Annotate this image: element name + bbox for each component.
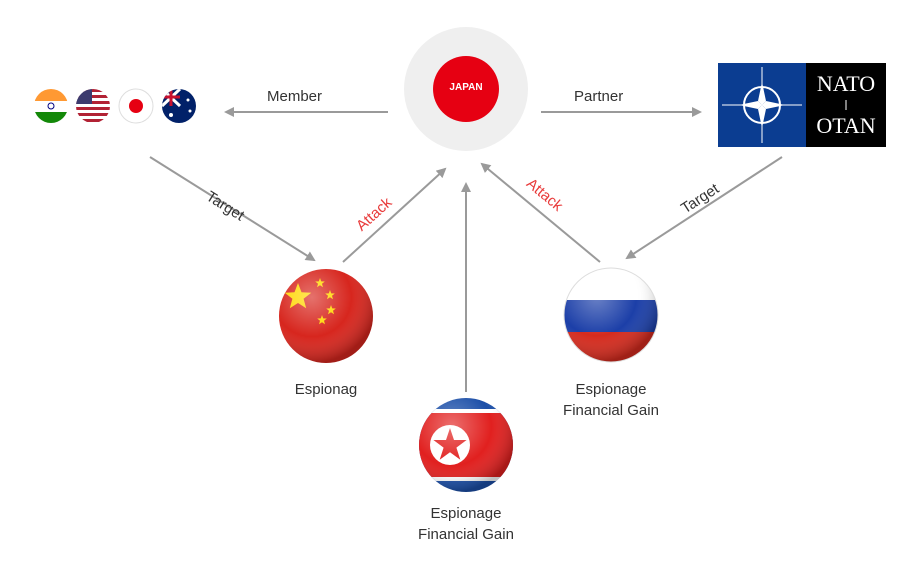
partner-label: Partner — [574, 88, 624, 105]
russia-motive-line1: Espionage — [575, 381, 647, 398]
usa-flag — [76, 89, 110, 123]
target-right-arrow — [625, 156, 783, 260]
japan-flag — [118, 88, 154, 124]
north-korea-flag — [419, 398, 513, 492]
otan-text: OTAN — [816, 113, 876, 138]
australia-flag — [162, 89, 196, 123]
north-korea-motive-line2: Financial Gain — [418, 526, 514, 543]
nato-text: NATO — [816, 71, 876, 96]
japan-node — [404, 27, 528, 151]
china-attack-arrow — [342, 167, 447, 263]
target-left-arrow — [149, 156, 316, 262]
china-motive-label: Espionag — [294, 381, 358, 398]
china-flag — [279, 269, 373, 363]
russia-flag — [563, 267, 659, 363]
nato-logo — [718, 63, 886, 147]
india-flag — [34, 89, 68, 123]
russia-attack-arrow — [480, 162, 601, 263]
member-label: Member — [267, 88, 323, 105]
japan-label: JAPAN — [449, 82, 483, 93]
north-korea-motive-line1: Espionage — [430, 505, 502, 522]
russia-motive-line2: Financial Gain — [563, 402, 659, 419]
